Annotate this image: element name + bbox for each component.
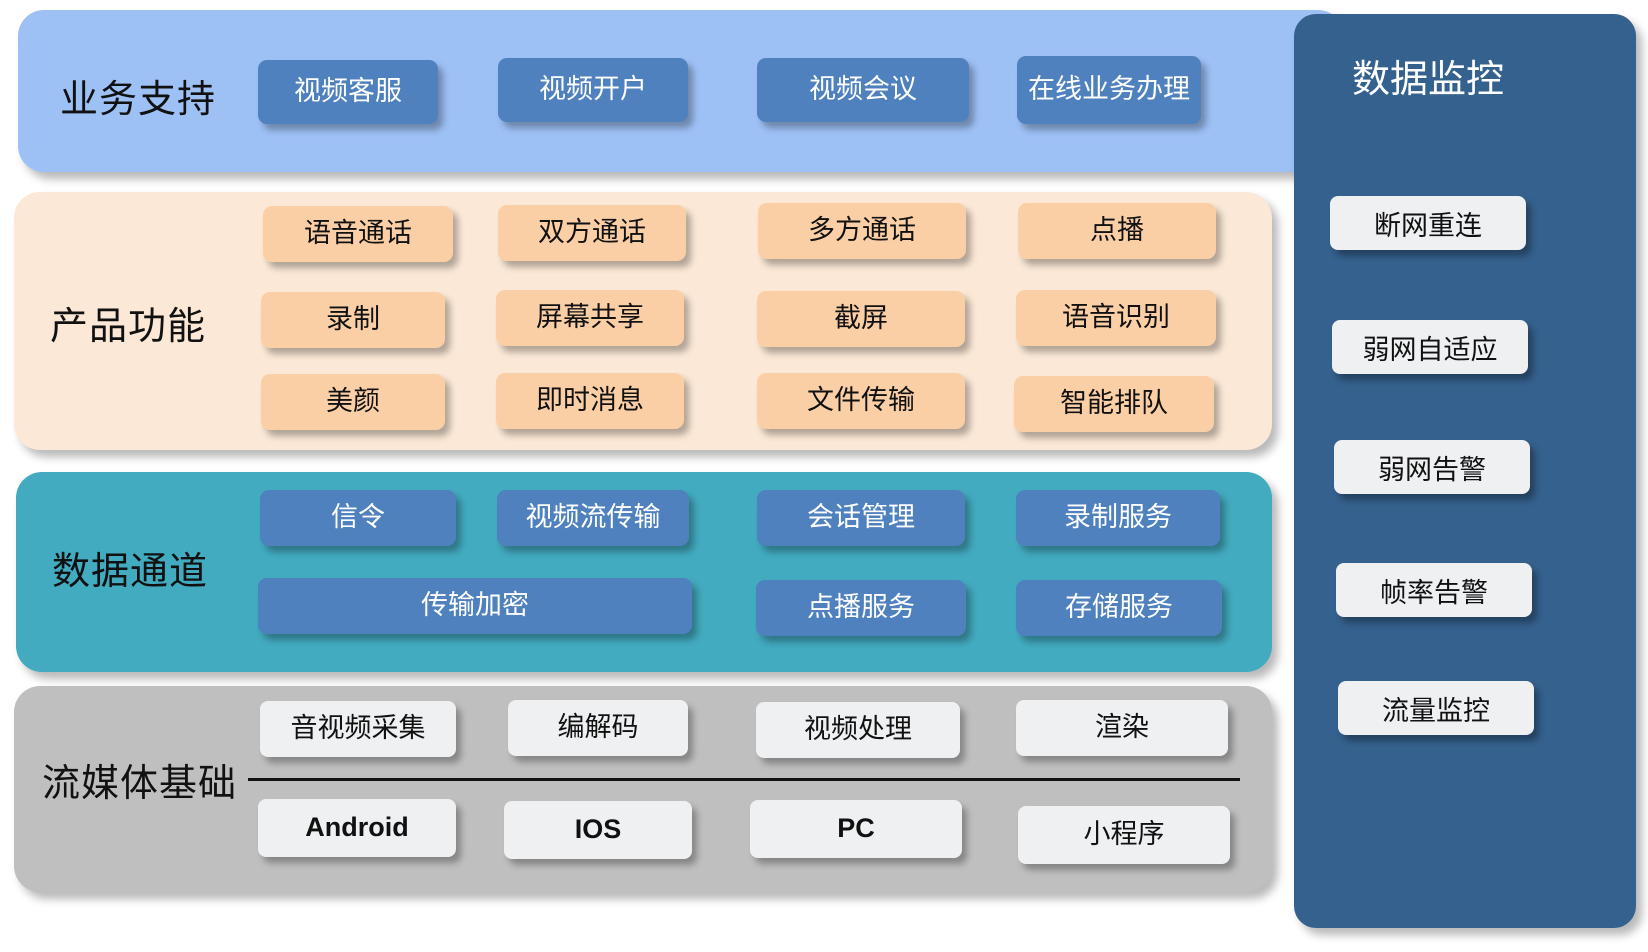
tile-session-management[interactable]: 会话管理 <box>757 490 965 546</box>
tile-platform-android[interactable]: Android <box>258 799 456 857</box>
tile-screen-share[interactable]: 屏幕共享 <box>496 290 684 346</box>
layer-product-function-title: 产品功能 <box>50 306 207 348</box>
monitor-tile-framerate-alarm[interactable]: 帧率告警 <box>1336 563 1532 617</box>
layer-streaming-base-title: 流媒体基础 <box>42 763 238 805</box>
tile-render[interactable]: 渲染 <box>1016 700 1228 756</box>
tile-on-demand[interactable]: 点播 <box>1018 203 1216 259</box>
monitor-tile-weak-network-alarm[interactable]: 弱网告警 <box>1334 440 1530 494</box>
monitor-tile-weak-network-adaptive[interactable]: 弱网自适应 <box>1332 320 1528 374</box>
tile-two-party-call[interactable]: 双方通话 <box>498 205 686 261</box>
tile-video-processing[interactable]: 视频处理 <box>756 702 960 758</box>
tile-recording-service[interactable]: 录制服务 <box>1016 490 1220 546</box>
tile-video-customer-service[interactable]: 视频客服 <box>258 60 438 124</box>
tile-recording[interactable]: 录制 <box>261 292 445 348</box>
base-layer-divider <box>248 778 1240 781</box>
tile-voice-call[interactable]: 语音通话 <box>263 206 453 262</box>
tile-storage-service[interactable]: 存储服务 <box>1016 580 1222 636</box>
tile-instant-message[interactable]: 即时消息 <box>496 373 684 429</box>
tile-signaling[interactable]: 信令 <box>260 490 456 546</box>
tile-online-business-handling[interactable]: 在线业务办理 <box>1017 56 1201 124</box>
tile-platform-mini-program[interactable]: 小程序 <box>1018 806 1230 864</box>
tile-platform-ios[interactable]: IOS <box>504 801 692 859</box>
layer-data-channel-title: 数据通道 <box>52 551 209 593</box>
monitor-tile-network-reconnect[interactable]: 断网重连 <box>1330 196 1526 250</box>
tile-video-conference[interactable]: 视频会议 <box>757 58 969 122</box>
tile-video-stream-transfer[interactable]: 视频流传输 <box>497 490 689 546</box>
monitoring-sidebar-title: 数据监控 <box>1352 59 1505 101</box>
tile-screenshot[interactable]: 截屏 <box>757 291 965 347</box>
tile-smart-queue[interactable]: 智能排队 <box>1014 376 1214 432</box>
tile-file-transfer[interactable]: 文件传输 <box>757 373 965 429</box>
tile-codec[interactable]: 编解码 <box>508 700 688 756</box>
tile-av-capture[interactable]: 音视频采集 <box>260 701 456 757</box>
tile-transport-encryption[interactable]: 传输加密 <box>258 578 692 634</box>
monitor-tile-traffic-monitor[interactable]: 流量监控 <box>1338 681 1534 735</box>
layer-business-support-title: 业务支持 <box>60 79 217 121</box>
tile-on-demand-service[interactable]: 点播服务 <box>756 580 966 636</box>
tile-platform-pc[interactable]: PC <box>750 800 962 858</box>
tile-speech-recognition[interactable]: 语音识别 <box>1016 290 1216 346</box>
tile-multi-party-call[interactable]: 多方通话 <box>758 203 966 259</box>
tile-video-account-opening[interactable]: 视频开户 <box>498 58 688 122</box>
tile-beauty-filter[interactable]: 美颜 <box>261 374 445 430</box>
